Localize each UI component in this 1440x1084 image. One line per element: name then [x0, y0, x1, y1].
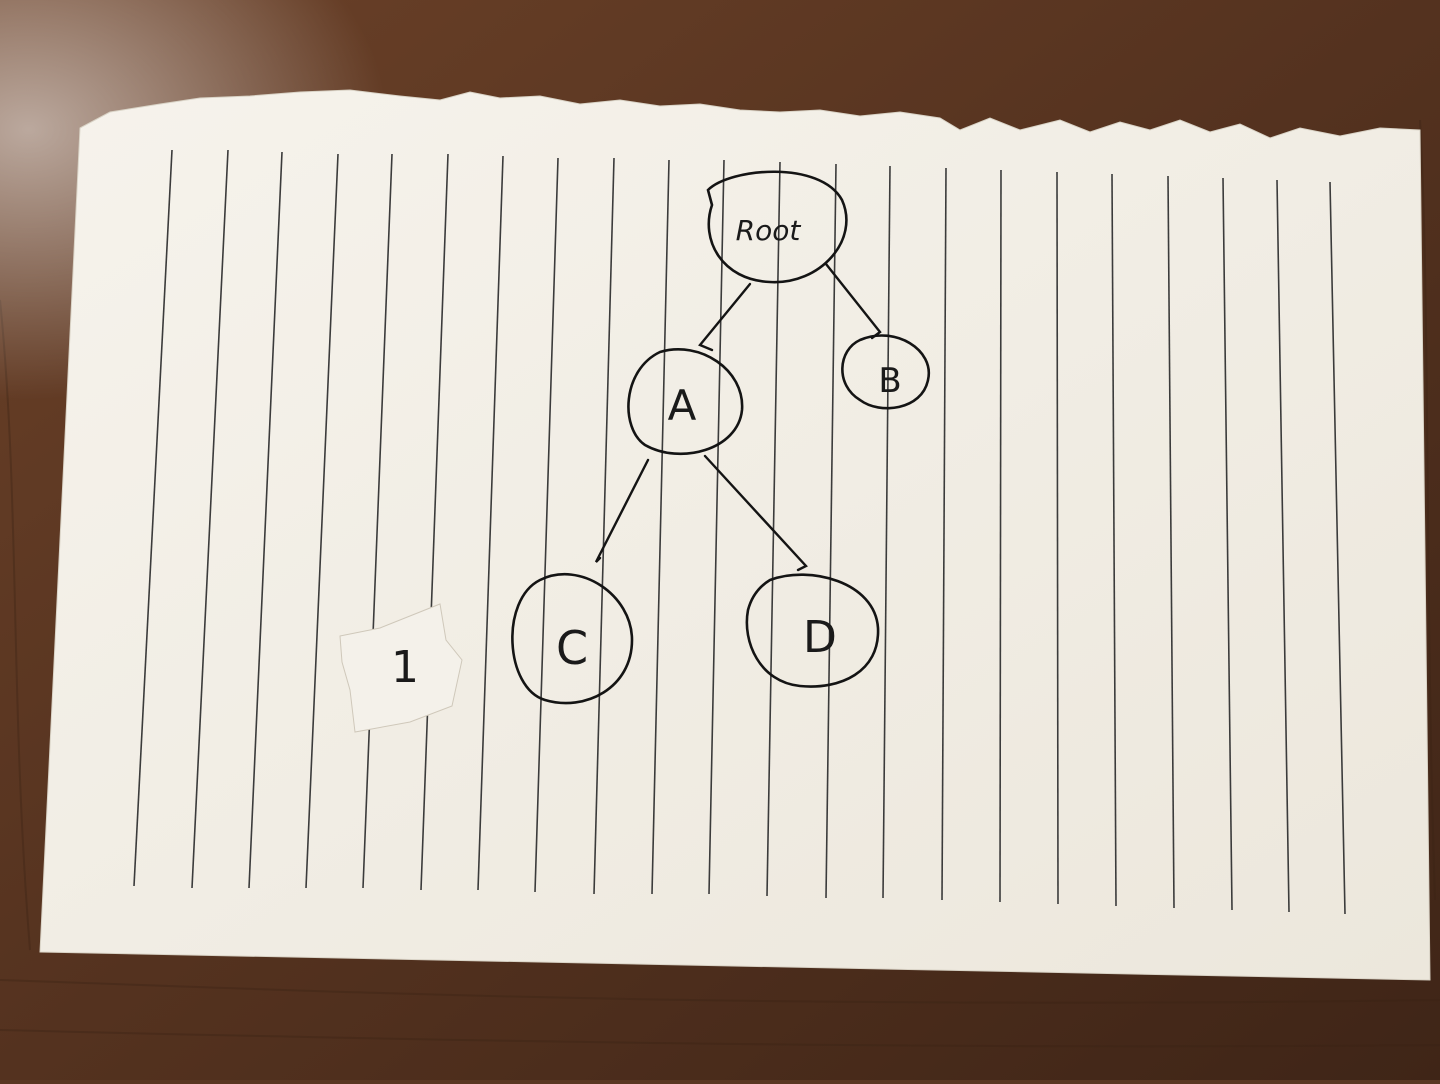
paper-tab-label: 1 — [391, 642, 419, 693]
node-root-label: Root — [736, 214, 802, 247]
edge-root-a — [698, 282, 752, 352]
node-c-circle — [511, 573, 634, 705]
edge-a-c — [594, 458, 650, 563]
node-d-circle — [745, 573, 880, 688]
tree-nodes — [511, 170, 931, 705]
node-root-circle — [706, 170, 848, 284]
node-a-circle — [627, 348, 744, 456]
node-d-label: D — [803, 612, 837, 663]
paper-sheet — [39, 89, 1431, 981]
paper-tab — [339, 603, 463, 733]
node-b-circle — [841, 334, 931, 410]
node-b-label: B — [878, 361, 901, 401]
node-c-label: C — [556, 621, 588, 675]
node-a-label: A — [668, 381, 697, 430]
ruled-lines — [133, 149, 1346, 915]
edge-a-d — [703, 454, 808, 572]
